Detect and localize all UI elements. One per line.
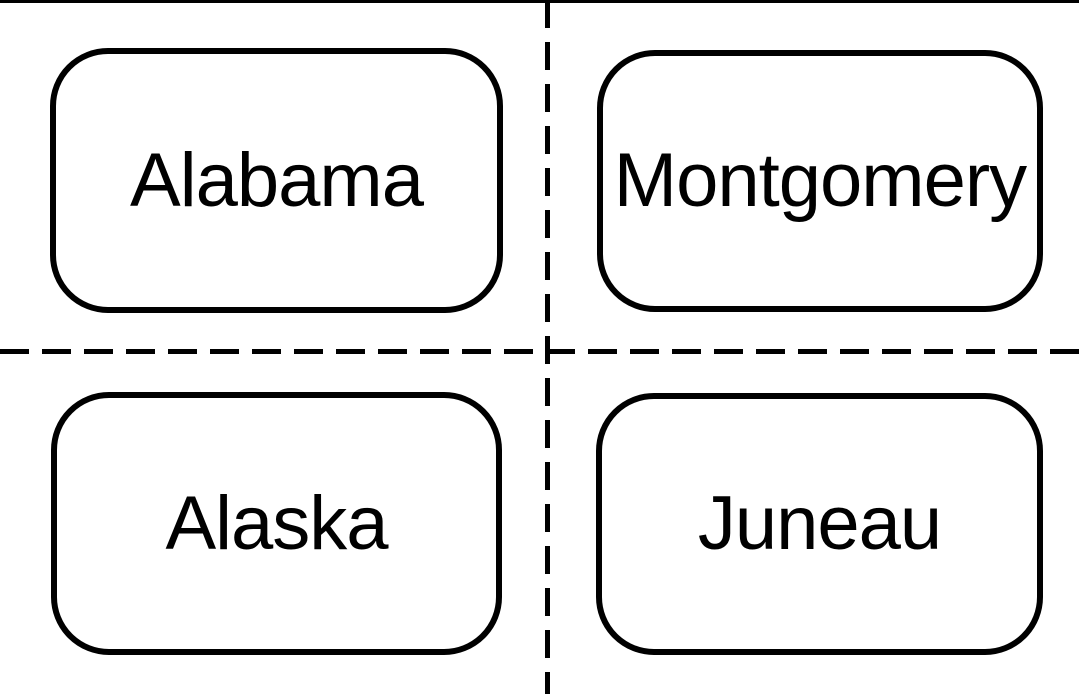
horizontal-dashed-cut-line [0,349,1079,354]
flashcard-alabama: Alabama [50,48,503,313]
flashcard-label: Alaska [165,480,388,566]
vertical-dashed-cut-line [545,0,550,694]
flashcard-alaska: Alaska [51,392,502,655]
flashcard-label: Juneau [697,481,942,566]
top-cut-line [0,0,1079,3]
flashcard-montgomery: Montgomery [597,50,1043,312]
flashcard-label: Montgomery [613,138,1027,223]
flashcard-juneau: Juneau [596,393,1043,655]
flashcard-label: Alabama [130,137,424,223]
